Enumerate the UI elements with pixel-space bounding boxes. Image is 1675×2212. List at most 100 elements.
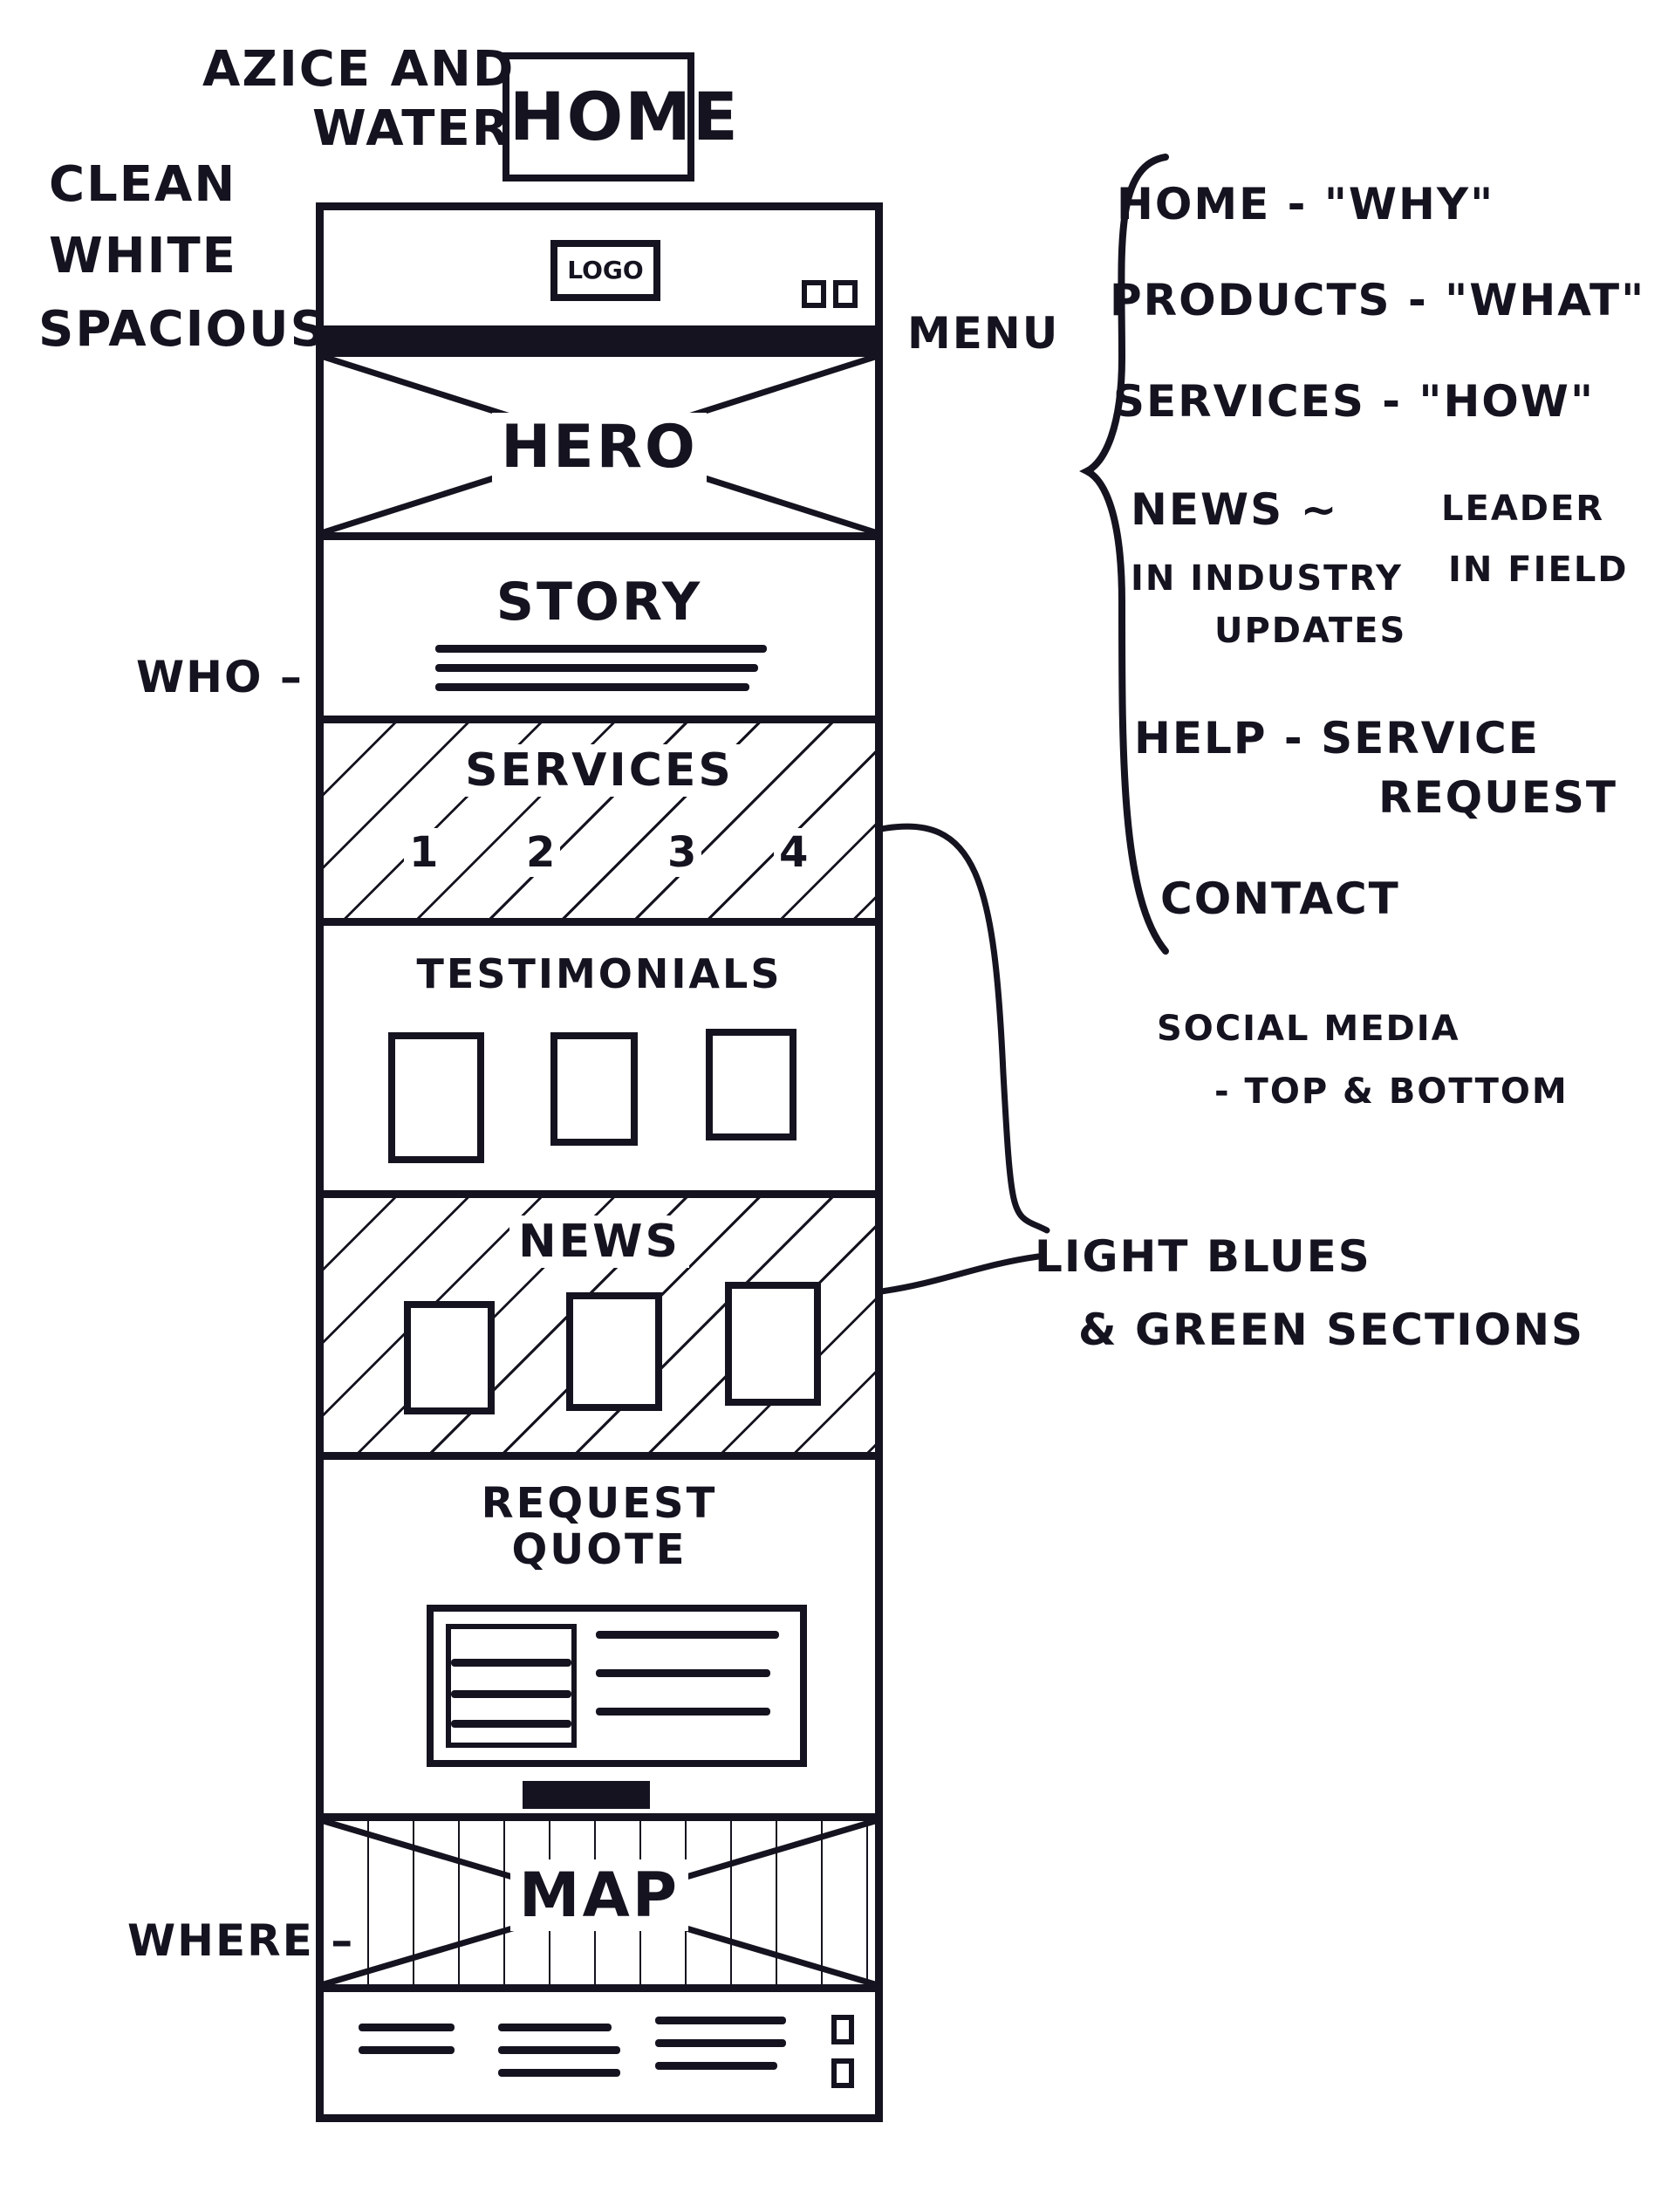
menu-item-news-note2: IN FIELD <box>1448 550 1629 590</box>
menu-label: MENU <box>907 308 1060 359</box>
color-note-connector <box>878 823 1050 1295</box>
style-note-clean: CLEAN <box>49 156 237 213</box>
menu-item-help-note: SERVICE <box>1321 713 1540 764</box>
social-icon <box>833 280 858 308</box>
form-row-divider <box>451 1690 571 1698</box>
service-number: 3 <box>662 828 702 877</box>
request-quote-section: REQUEST QUOTE <box>324 1460 875 1821</box>
menu-item-services-note: "HOW" <box>1419 376 1596 427</box>
colors-note-line1: LIGHT BLUES <box>1035 1231 1371 1282</box>
map-section: MAP <box>324 1821 875 1992</box>
testimonials-label-wrap: TESTIMONIALS <box>324 950 875 997</box>
testimonials-label: TESTIMONIALS <box>407 950 791 997</box>
news-section: NEWS <box>324 1198 875 1460</box>
page-wireframe: LOGO HERO STORY SERVICES 1 2 3 4 <box>316 202 883 2122</box>
footer-text-line <box>655 2017 786 2024</box>
menu-item-services: SERVICES - "HOW" <box>1113 376 1596 427</box>
footer-text-line <box>359 2024 455 2031</box>
menu-item-products-note: "WHAT" <box>1445 275 1646 325</box>
testimonials-section: TESTIMONIALS <box>324 926 875 1198</box>
form-row-divider <box>451 1659 571 1667</box>
social-icon <box>831 2015 854 2044</box>
form-labels-column <box>446 1624 577 1748</box>
menu-item-home: HOME - "WHY" <box>1117 179 1495 229</box>
story-section: STORY <box>324 540 875 723</box>
social-icon <box>831 2058 854 2088</box>
services-label: SERVICES <box>456 744 742 797</box>
menu-item-home-note: "WHY" <box>1323 179 1495 229</box>
project-name-line1: AZICE AND <box>202 41 516 98</box>
testimonial-card <box>388 1032 484 1163</box>
menu-item-contact: CONTACT <box>1160 873 1400 924</box>
footer-text-line <box>359 2046 455 2054</box>
logo-box: LOGO <box>550 240 660 301</box>
hero-section: HERO <box>324 357 875 540</box>
where-label: WHERE – <box>127 1915 355 1966</box>
footer-text-line <box>498 2069 620 2077</box>
map-label: MAP <box>509 1859 689 1931</box>
story-text-line <box>435 645 767 653</box>
style-note-spacious: SPACIOUS <box>38 301 327 358</box>
form-row-divider <box>451 1720 571 1728</box>
news-label-wrap: NEWS <box>324 1216 875 1268</box>
menu-bar <box>324 325 875 357</box>
services-label-wrap: SERVICES <box>324 744 875 797</box>
story-text-line <box>435 683 749 691</box>
project-name-line2: WATER <box>312 100 511 157</box>
menu-item-help-label: HELP <box>1134 713 1268 764</box>
footer-section <box>324 1992 875 2114</box>
menu-item-products: PRODUCTS - "WHAT" <box>1110 275 1646 325</box>
footer-text-line <box>655 2039 786 2047</box>
submit-button <box>523 1781 650 1809</box>
footer-text-line <box>498 2046 620 2054</box>
form-field-line <box>596 1708 770 1715</box>
menu-item-news: NEWS ~ <box>1131 484 1339 535</box>
page-name-box: HOME <box>502 52 738 181</box>
style-note-white: WHITE <box>49 228 237 284</box>
request-quote-label-wrap: REQUEST QUOTE <box>324 1479 875 1574</box>
quote-form <box>427 1605 807 1767</box>
form-field-line <box>596 1669 770 1677</box>
footer-text-line <box>498 2024 612 2031</box>
form-field-line <box>596 1631 779 1639</box>
hero-label: HERO <box>492 413 707 482</box>
map-label-wrap: MAP <box>324 1859 875 1931</box>
footer-text-line <box>655 2062 777 2070</box>
story-label-wrap: STORY <box>324 572 875 633</box>
services-section: SERVICES 1 2 3 4 <box>324 723 875 926</box>
social-note-line2: - TOP & BOTTOM <box>1214 1072 1569 1112</box>
testimonial-card <box>550 1032 638 1146</box>
request-quote-label-line2: QUOTE <box>502 1524 696 1574</box>
menu-item-home-label: HOME <box>1117 179 1271 229</box>
story-text-line <box>435 664 758 672</box>
hero-label-wrap: HERO <box>324 413 875 482</box>
news-card <box>404 1301 495 1414</box>
who-text: WHO <box>136 652 263 702</box>
menu-item-news-note: LEADER <box>1441 489 1605 529</box>
page-name: HOME <box>509 78 740 155</box>
request-quote-label-line1: REQUEST <box>472 1479 727 1528</box>
news-label: NEWS <box>509 1216 689 1268</box>
testimonial-card <box>706 1029 796 1140</box>
menu-item-products-label: PRODUCTS <box>1110 275 1391 325</box>
menu-item-services-label: SERVICES <box>1113 376 1365 427</box>
menu-item-help: HELP - SERVICE <box>1134 713 1540 764</box>
social-icon <box>802 280 826 308</box>
social-note-line1: SOCIAL MEDIA <box>1157 1009 1460 1049</box>
news-card <box>566 1292 662 1411</box>
menu-item-help-note2: REQUEST <box>1378 772 1618 823</box>
service-number: 1 <box>404 828 444 877</box>
colors-note-line2: & GREEN SECTIONS <box>1078 1305 1585 1355</box>
menu-item-news-label: NEWS <box>1131 484 1284 535</box>
service-number: 4 <box>774 828 814 877</box>
menu-brace <box>1079 154 1169 955</box>
menu-item-news-sub1: IN INDUSTRY <box>1131 558 1403 599</box>
who-label: WHO – <box>136 652 304 702</box>
story-label: STORY <box>487 572 712 633</box>
menu-item-news-sub2: UPDATES <box>1214 611 1407 651</box>
news-card <box>725 1282 821 1406</box>
header-section: LOGO <box>324 210 875 325</box>
where-text: WHERE <box>127 1915 314 1966</box>
service-number: 2 <box>521 828 561 877</box>
logo-label: LOGO <box>567 256 644 284</box>
